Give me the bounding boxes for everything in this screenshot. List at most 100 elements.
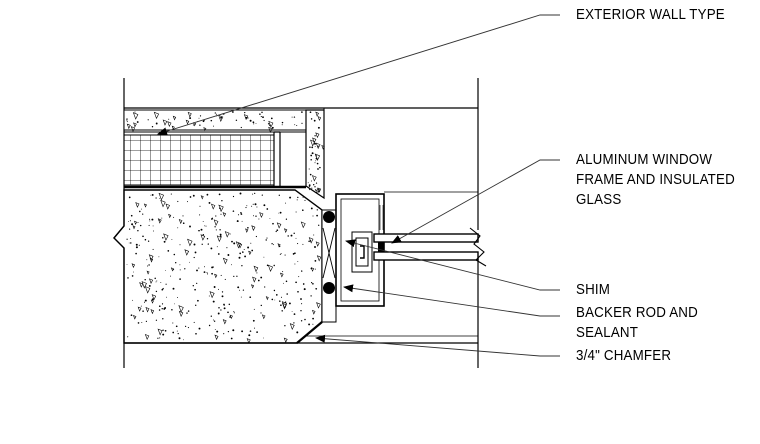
speckle-aggregate [300, 221, 306, 229]
speckle-dot [189, 196, 192, 198]
speckle-dot [213, 286, 216, 288]
speckle-dot [152, 312, 154, 314]
speckle-dot [218, 193, 221, 196]
glass-break-line [469, 227, 487, 267]
speckle-dot [252, 121, 255, 124]
speckle-dot [158, 198, 160, 199]
speckle-aggregate [187, 111, 192, 118]
speckle-dot [273, 289, 276, 292]
metal-stud [273, 131, 281, 188]
label-backer-rod-line2: SEALANT [576, 325, 639, 341]
speckle-dot [239, 192, 242, 195]
speckle-dot [258, 218, 260, 220]
speckle-dot [165, 283, 167, 285]
speckle-dot [219, 229, 221, 231]
speckle-dot [135, 243, 138, 246]
slab-break-line [113, 190, 125, 343]
speckle-dot [147, 265, 149, 267]
speckle-dot [241, 220, 243, 222]
insulated-glass-outer [373, 233, 479, 243]
speckle-dot [162, 236, 164, 239]
speckle-dot [199, 124, 201, 126]
speckle-dot [242, 251, 244, 253]
speckle-dot [315, 189, 317, 192]
speckle-dot [215, 113, 217, 115]
speckle-dot [246, 205, 248, 207]
speckle-aggregate [245, 228, 249, 233]
speckle-aggregate [137, 306, 142, 312]
speckle-dot [203, 271, 206, 273]
speckle-dot [126, 238, 128, 240]
speckle-aggregate [132, 112, 139, 120]
speckle-dot [314, 142, 316, 145]
speckle-dot [310, 295, 312, 297]
label-aluminum-window-line2: FRAME AND INSULATED [576, 172, 735, 188]
speckle-dot [139, 224, 142, 227]
speckle-dot [130, 238, 132, 239]
speckle-dot [286, 293, 289, 295]
speckle-dot [315, 160, 317, 162]
speckle-dot [136, 121, 139, 123]
speckle-dot [162, 333, 165, 336]
speckle-dot [151, 298, 154, 301]
speckle-dot [144, 278, 146, 281]
speckle-dot [147, 119, 149, 121]
speckle-dot [247, 227, 249, 229]
speckle-dot [313, 119, 316, 122]
speckle-aggregate [144, 333, 150, 341]
speckle-dot [295, 281, 297, 284]
speckle-dot [130, 314, 133, 317]
speckle-dot [138, 244, 140, 246]
speckle-dot [202, 234, 204, 236]
speckle-aggregate [178, 218, 183, 225]
speckle-dot [304, 318, 306, 321]
speckle-dot [282, 282, 284, 284]
speckle-dot [215, 229, 217, 231]
speckle-dot [254, 192, 256, 195]
speckle-dot [284, 306, 286, 308]
label-shim: SHIM [576, 282, 611, 298]
speckle-dot [159, 337, 161, 339]
speckle-aggregate [246, 338, 251, 344]
concrete-speckle [126, 192, 322, 344]
speckle-dot [221, 295, 224, 298]
speckle-dot [197, 299, 199, 302]
speckle-dot [172, 331, 175, 334]
speckle-dot [296, 331, 299, 334]
speckle-dot [271, 298, 274, 301]
speckle-dot [220, 235, 222, 237]
speckle-dot [145, 320, 148, 323]
speckle-dot [161, 217, 163, 219]
speckle-dot [167, 250, 170, 252]
speckle-aggregate [214, 334, 219, 341]
speckle-dot [162, 288, 164, 290]
speckle-dot [195, 304, 197, 306]
speckle-dot [133, 271, 135, 273]
speckle-dot [163, 240, 166, 243]
speckle-dot [206, 272, 208, 274]
speckle-dot [236, 220, 239, 223]
speckle-dot [240, 296, 242, 298]
speckle-dot [171, 238, 173, 240]
speckle-aggregate [261, 314, 266, 320]
speckle-dot [187, 310, 190, 312]
speckle-aggregate [168, 213, 172, 219]
speckle-dot [212, 266, 214, 268]
speckle-dot [220, 309, 222, 311]
speckle-dot [255, 235, 257, 238]
speckle-aggregate [316, 302, 321, 309]
speckle-dot [217, 312, 220, 315]
speckle-dot [251, 249, 254, 252]
speckle-dot [152, 248, 154, 250]
speckle-dot [141, 322, 143, 323]
speckle-dot [189, 225, 191, 228]
speckle-dot [240, 126, 242, 129]
tile-grid-insulation [123, 134, 275, 186]
speckle-aggregate [276, 222, 282, 229]
speckle-aggregate [259, 212, 264, 218]
speckle-dot [192, 194, 195, 197]
speckle-aggregate [222, 257, 228, 265]
concrete-slab [113, 189, 323, 344]
speckle-dot [155, 290, 158, 293]
speckle-dot [242, 289, 245, 291]
